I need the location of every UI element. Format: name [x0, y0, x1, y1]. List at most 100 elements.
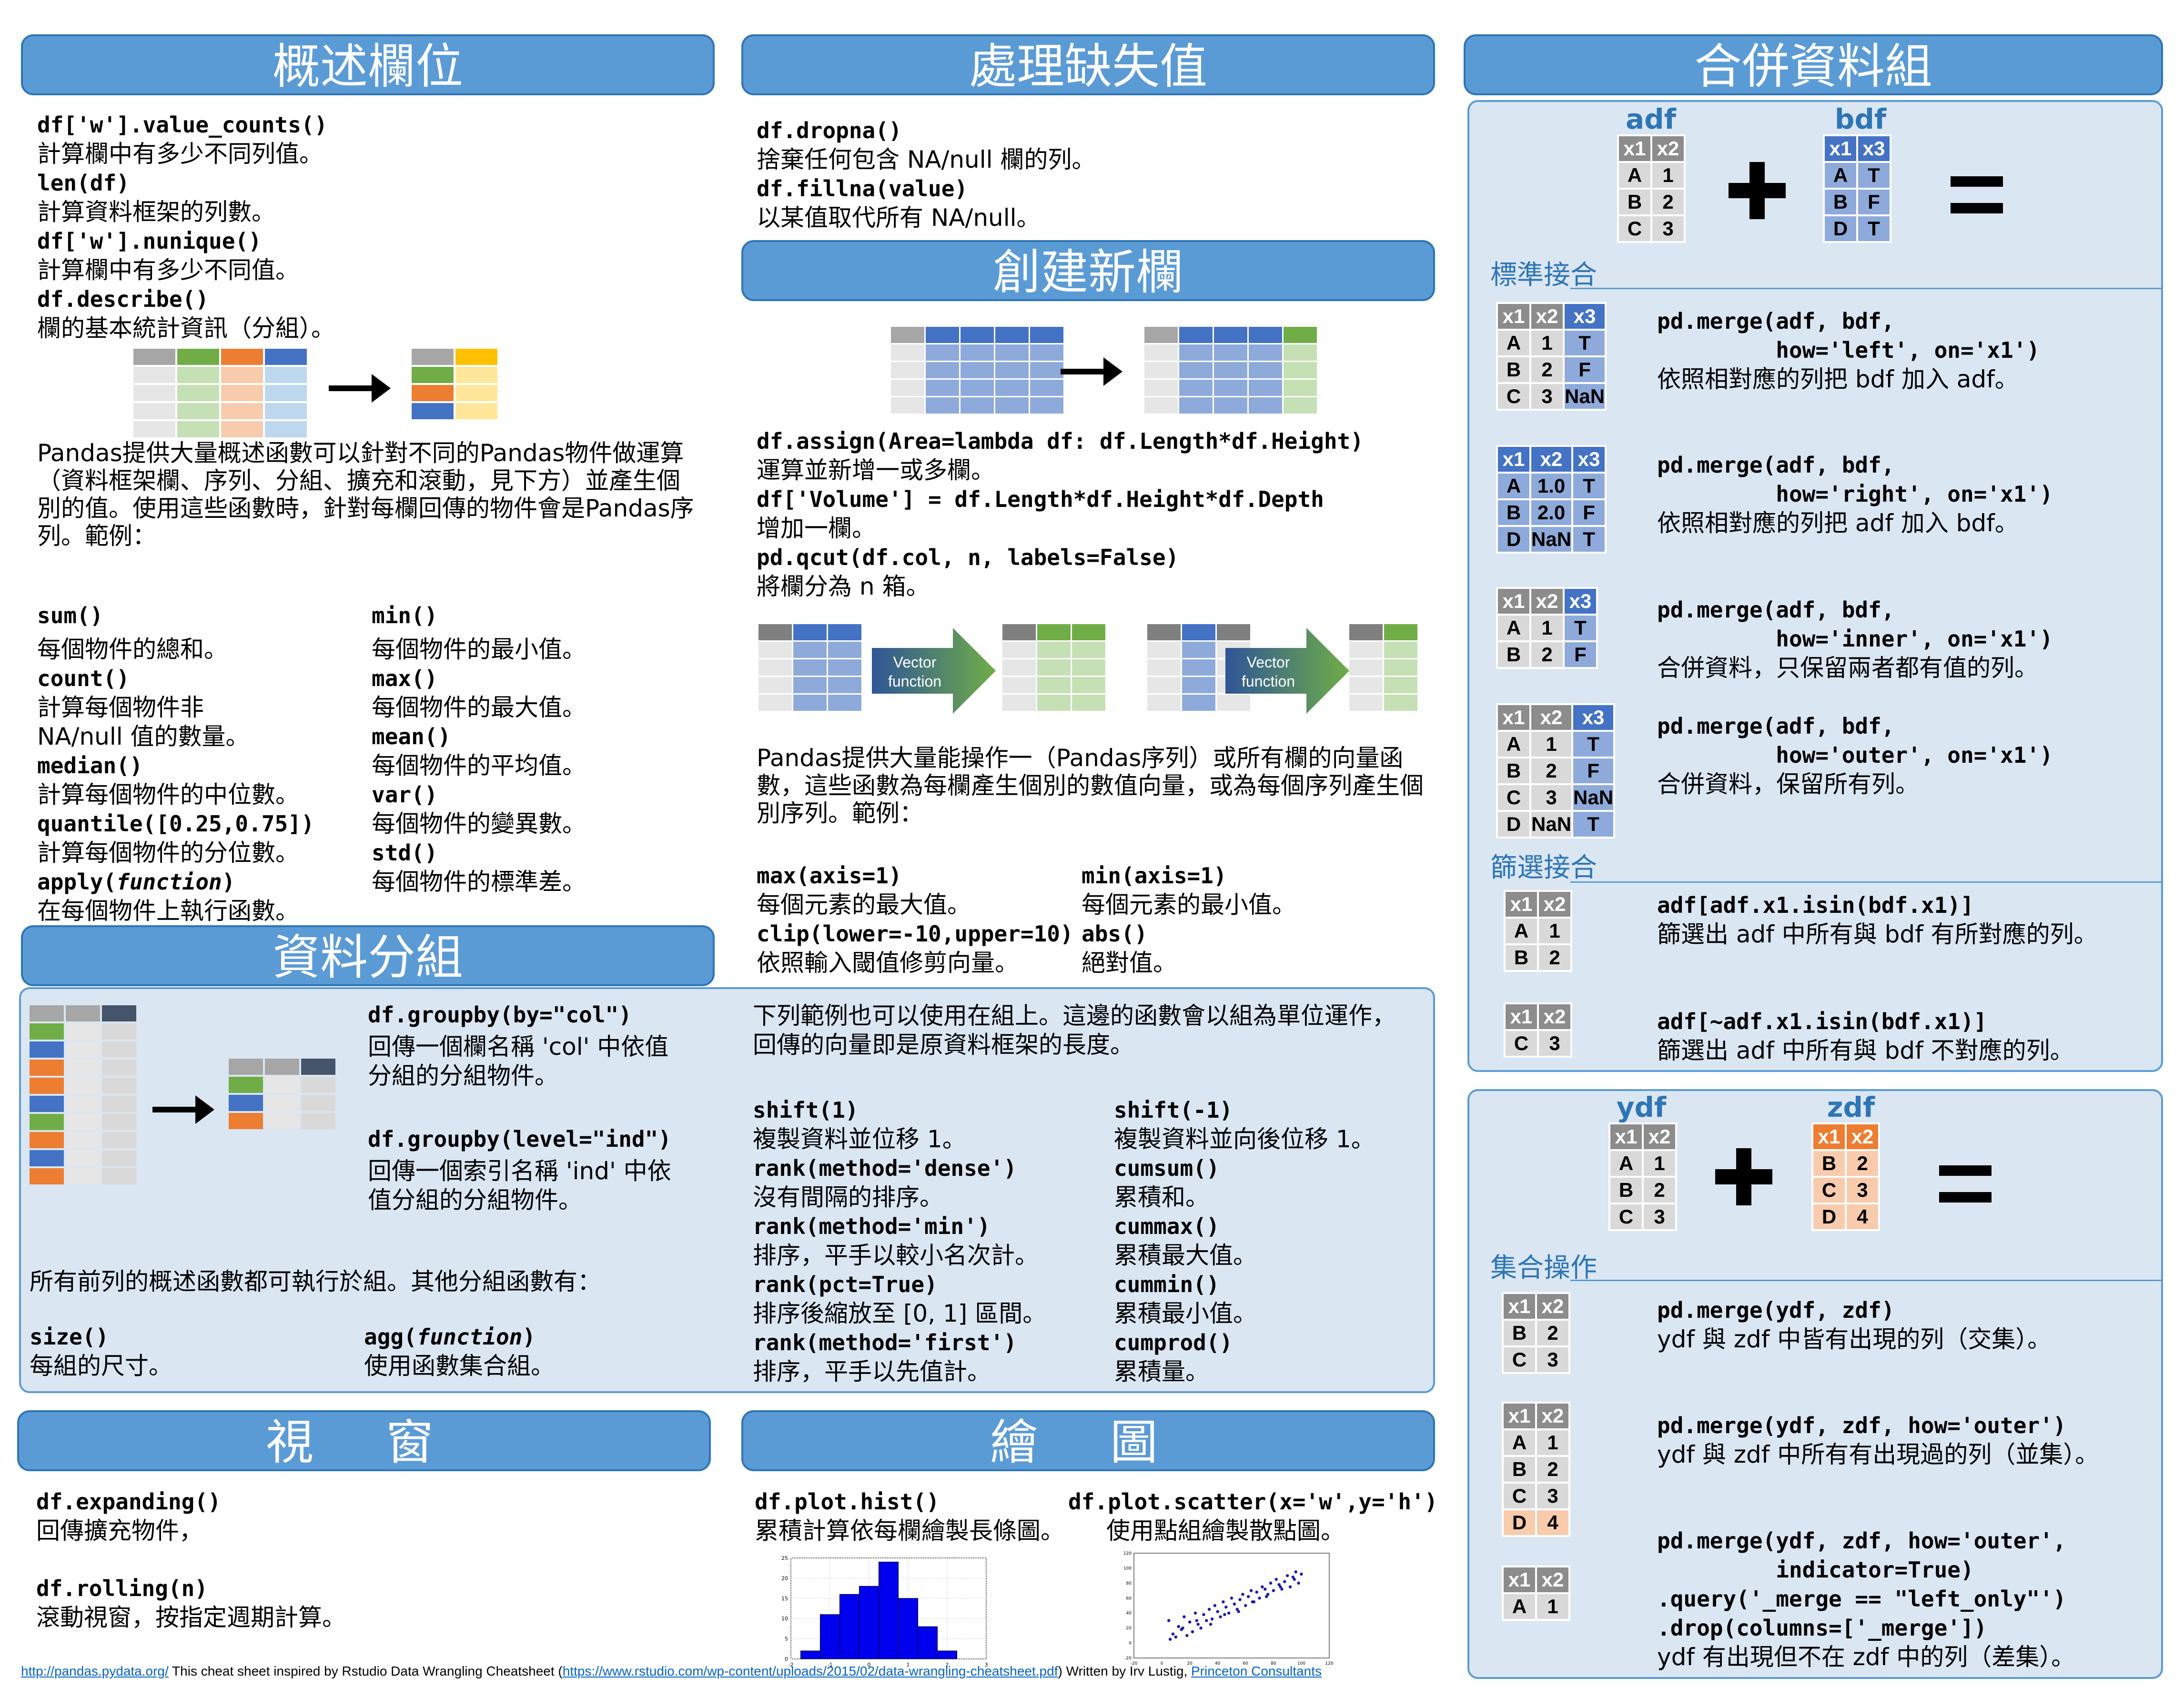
table-cell: B [1504, 1457, 1535, 1482]
x-tick-label: -2 [789, 1662, 794, 1668]
scatter-point [1171, 1632, 1175, 1636]
scatter-point [1230, 1597, 1234, 1600]
table-cell: T [1573, 527, 1605, 552]
table-cell: B [1619, 190, 1650, 214]
scatter-point [1272, 1589, 1275, 1592]
code-plot-scatter: df.plot.scatter(x='w',y='h') [1068, 1489, 1438, 1515]
table-cell: NaN [1531, 527, 1572, 552]
scatter-point [1205, 1619, 1208, 1622]
x-tick-label: 80 [1271, 1661, 1276, 1666]
table-cell: B [1610, 1178, 1642, 1203]
table-header-cell: x2 [1644, 1124, 1675, 1149]
code-var: var() [372, 782, 438, 808]
plus-icon [1715, 1148, 1772, 1205]
table-cell: 2 [1531, 642, 1563, 667]
desc-len: 計算資料框架的列數。 [37, 198, 275, 226]
group-size: size() 每組的尺寸。 [30, 1323, 172, 1381]
scatter-point [1294, 1570, 1297, 1574]
vector-function-arrow-1: Vector function [872, 628, 996, 716]
divider [1570, 1280, 2161, 1281]
hist-bar [820, 1614, 840, 1659]
y-tick-label: 0 [785, 1656, 788, 1662]
footer-pandas-link[interactable]: http://pandas.pydata.org/ [21, 1664, 169, 1678]
scatter-point [1283, 1580, 1286, 1583]
scatter-point [1167, 1619, 1171, 1622]
missing-items: df.dropna() 捨棄任何包含 NA/null 欄的列。 df.filln… [757, 116, 1095, 232]
y-tick-label: 20 [1126, 1626, 1132, 1631]
code-std: std() [372, 840, 438, 866]
group-left-list: shift(1) 複製資料並位移 1。 rank(method='dense')… [753, 1096, 1046, 1386]
desc-fillna: 以某值取代所有 NA/null。 [757, 204, 1041, 232]
scatter-point [1224, 1605, 1228, 1609]
table-cell: 2 [1531, 357, 1563, 382]
desc-merge-left: 依照相對應的列把 bdf 加入 adf。 [1657, 365, 2019, 393]
table-cell: F [1573, 500, 1605, 525]
vector-function-label: Vector function [1225, 653, 1311, 691]
footer-text2: ) Written by Irv Lustig, [1058, 1664, 1192, 1678]
scatter-point [1207, 1607, 1211, 1611]
footer: http://pandas.pydata.org/ This cheat she… [21, 1664, 1322, 1679]
desc-max-axis: 每個元素的最大值。 [757, 891, 971, 919]
scatter-point [1195, 1619, 1198, 1622]
code-rank-pct: rank(pct=True) [753, 1272, 938, 1297]
code-set-inter: pd.merge(ydf, zdf) [1657, 1297, 1895, 1323]
desc-rank-min: 排序，平手以較小名次計。 [753, 1242, 1039, 1269]
table-cell: T [1573, 812, 1614, 837]
table-cell: D [1498, 527, 1529, 552]
code-count: count() [37, 666, 130, 691]
scatter-point [1191, 1630, 1194, 1634]
desc-max: 每個物件的最大值。 [372, 694, 586, 721]
code-size: size() [30, 1324, 109, 1350]
y-tick-label: 60 [1126, 1596, 1132, 1601]
table-cell: C [1504, 1484, 1535, 1508]
newcols-left-list: max(axis=1) 每個元素的最大值。 clip(lower=-10,upp… [757, 861, 1073, 978]
code-rank-min: rank(method='min') [753, 1213, 991, 1239]
code-expanding: df.expanding() [36, 1489, 221, 1515]
x-tick-label: 60 [1243, 1661, 1249, 1666]
vector-label-line2: function [1241, 673, 1295, 690]
desc-groupby-level: 回傳一個索引名稱 'ind' 中依 值分組的分組物件。 [368, 1157, 671, 1214]
code-dropna: df.dropna() [757, 118, 902, 143]
code-len: len(df) [37, 170, 130, 196]
header-plotting: 繪 圖 [741, 1410, 1435, 1471]
scatter-point [1266, 1593, 1270, 1596]
scatter-point [1249, 1589, 1253, 1592]
group-source-grid [30, 1005, 136, 1184]
scatter-point [1196, 1623, 1200, 1626]
scatter-point [1265, 1595, 1268, 1598]
table-cell: 3 [1531, 384, 1563, 409]
table-cell: B [1506, 945, 1537, 970]
table-header-cell: x1 [1825, 136, 1856, 161]
hist-bar [839, 1594, 859, 1659]
table-cell: C [1610, 1204, 1642, 1229]
desc-rolling: 滾動視窗，按指定週期計算。 [36, 1604, 346, 1631]
x-tick-label: 120 [1325, 1661, 1333, 1666]
table-cell: 1 [1652, 163, 1684, 188]
scatter-point [1210, 1617, 1214, 1621]
footer-princeton-link[interactable]: Princeton Consultants [1191, 1664, 1322, 1678]
divider [1570, 288, 2161, 289]
table-cell: A [1610, 1151, 1642, 1176]
code-fillna: df.fillna(value) [757, 176, 968, 202]
footer-rstudio-link[interactable]: https://www.rstudio.com/wp-content/uploa… [562, 1664, 1058, 1678]
scatter-point [1241, 1593, 1244, 1596]
bdf-label: bdf [1834, 103, 1887, 135]
scatter-point [1264, 1587, 1267, 1591]
scatter-point [1274, 1577, 1278, 1581]
scatter-point [1188, 1620, 1192, 1624]
code-plot-hist: df.plot.hist() [755, 1489, 940, 1515]
table-header-cell: x3 [1573, 705, 1614, 730]
scatter-point [1216, 1610, 1219, 1613]
table-cell: T [1858, 216, 1890, 241]
